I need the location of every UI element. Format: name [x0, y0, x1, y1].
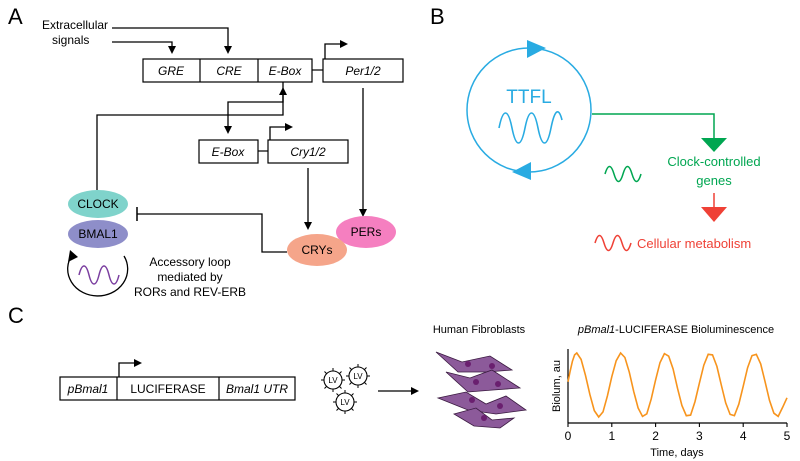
- x-tick-label: 1: [608, 429, 615, 443]
- promoter-region: GRE CRE E-Box: [142, 58, 313, 83]
- chart-title-rest: -LUCIFERASE Bioluminescence: [615, 324, 774, 336]
- lentivirus-icon: LV: [321, 368, 345, 392]
- cry-ebox-label: E-Box: [212, 145, 246, 159]
- x-tick-label: 5: [784, 429, 791, 443]
- construct-pbmal1: pBmal1: [67, 382, 109, 396]
- panel-a-letter: A: [8, 4, 23, 29]
- ttfl-cycle-circle: [466, 47, 592, 173]
- luciferase-construct: pBmal1 LUCIFERASE Bmal1 UTR: [59, 376, 296, 401]
- ccg-line2: genes: [696, 173, 732, 188]
- ttfl-label: TTFL: [506, 87, 551, 108]
- x-tick-label: 4: [740, 429, 747, 443]
- bioluminescence-trace: [567, 351, 788, 419]
- per-gene-box: [322, 58, 404, 83]
- accessory-line1: Accessory loop: [149, 255, 231, 269]
- cre-box-label: CRE: [216, 64, 242, 78]
- chart-title: pBmal1-LUCIFERASE Bioluminescence: [577, 324, 774, 336]
- ttfl-to-ccg-arrowhead: [701, 138, 727, 152]
- clock-activation-arrow: [96, 87, 287, 190]
- construct-tss-arrow: [118, 359, 142, 377]
- y-axis-label: Biolum, au: [551, 360, 563, 412]
- signal-arrow-cre: [112, 27, 232, 54]
- per-tss-arrow: [324, 40, 348, 59]
- x-ticks: 0 1 2 3 4 5: [565, 423, 791, 443]
- ttfl-wave-icon: [498, 111, 563, 144]
- extracellular-signals-line2: signals: [52, 33, 89, 47]
- fibroblast-cells-icon: [435, 351, 528, 429]
- panel-c-letter: C: [8, 303, 24, 328]
- ttfl-cycle-arrow-bottom: [512, 162, 531, 180]
- per-gene-label: Per1/2: [345, 64, 381, 78]
- crys-label: CRYs: [301, 243, 332, 257]
- crys-protein: [287, 234, 347, 266]
- clock-protein: [68, 190, 128, 218]
- bmal1-protein: [68, 220, 128, 248]
- accessory-line2: mediated by: [157, 270, 222, 284]
- ebox-label: E-Box: [269, 64, 303, 78]
- pers-label: PERs: [351, 225, 382, 239]
- fibroblasts-label: Human Fibroblasts: [433, 324, 526, 336]
- ebox-to-cry-arrow: [224, 82, 284, 134]
- lentivirus-icon: LV: [333, 390, 357, 414]
- ccg-line1: Clock-controlled: [667, 154, 760, 169]
- metabolism-wave-icon: [594, 234, 632, 252]
- gre-box-label: GRE: [158, 64, 185, 78]
- cry-gene-box: [267, 139, 349, 164]
- panel-b-letter: B: [430, 4, 445, 29]
- accessory-line3: RORs and REV-ERB: [134, 285, 246, 299]
- x-tick-label: 2: [652, 429, 659, 443]
- pers-protein: [336, 216, 396, 248]
- cry-tss-arrow: [269, 123, 293, 140]
- lv-label-2: LV: [353, 372, 363, 381]
- x-tick-label: 3: [696, 429, 703, 443]
- bioluminescence-chart: pBmal1-LUCIFERASE Bioluminescence Biolum…: [551, 324, 791, 459]
- accessory-loop-arrowhead: [68, 250, 78, 262]
- construct-utr: Bmal1 UTR: [226, 382, 288, 396]
- lentivirus-particles: LV LV LV: [321, 364, 370, 414]
- ccg-to-metabolism-arrowhead: [701, 207, 727, 222]
- ccg-wave-icon: [604, 165, 642, 183]
- ttfl-cycle-arrow-top: [527, 40, 546, 58]
- clock-label: CLOCK: [77, 197, 118, 211]
- x-tick-label: 0: [565, 429, 572, 443]
- x-axis-label: Time, days: [650, 447, 704, 459]
- lv-label-1: LV: [328, 376, 338, 385]
- extracellular-signals-line1: Extracellular: [42, 18, 108, 32]
- bmal1-label: BMAL1: [78, 227, 118, 241]
- lv-label-3: LV: [340, 398, 350, 407]
- ttfl-to-ccg-line: [592, 113, 715, 138]
- construct-luciferase: LUCIFERASE: [130, 382, 205, 396]
- lentivirus-icon: LV: [346, 364, 370, 388]
- chart-title-italic: pBmal1: [577, 324, 615, 336]
- accessory-wave-icon: [78, 265, 120, 285]
- metabolism-label: Cellular metabolism: [637, 236, 751, 251]
- cry-gene-label: Cry1/2: [290, 145, 326, 159]
- signal-arrow-gre: [112, 41, 176, 54]
- inhibition-line: [137, 213, 287, 253]
- accessory-loop-circle: [67, 254, 129, 297]
